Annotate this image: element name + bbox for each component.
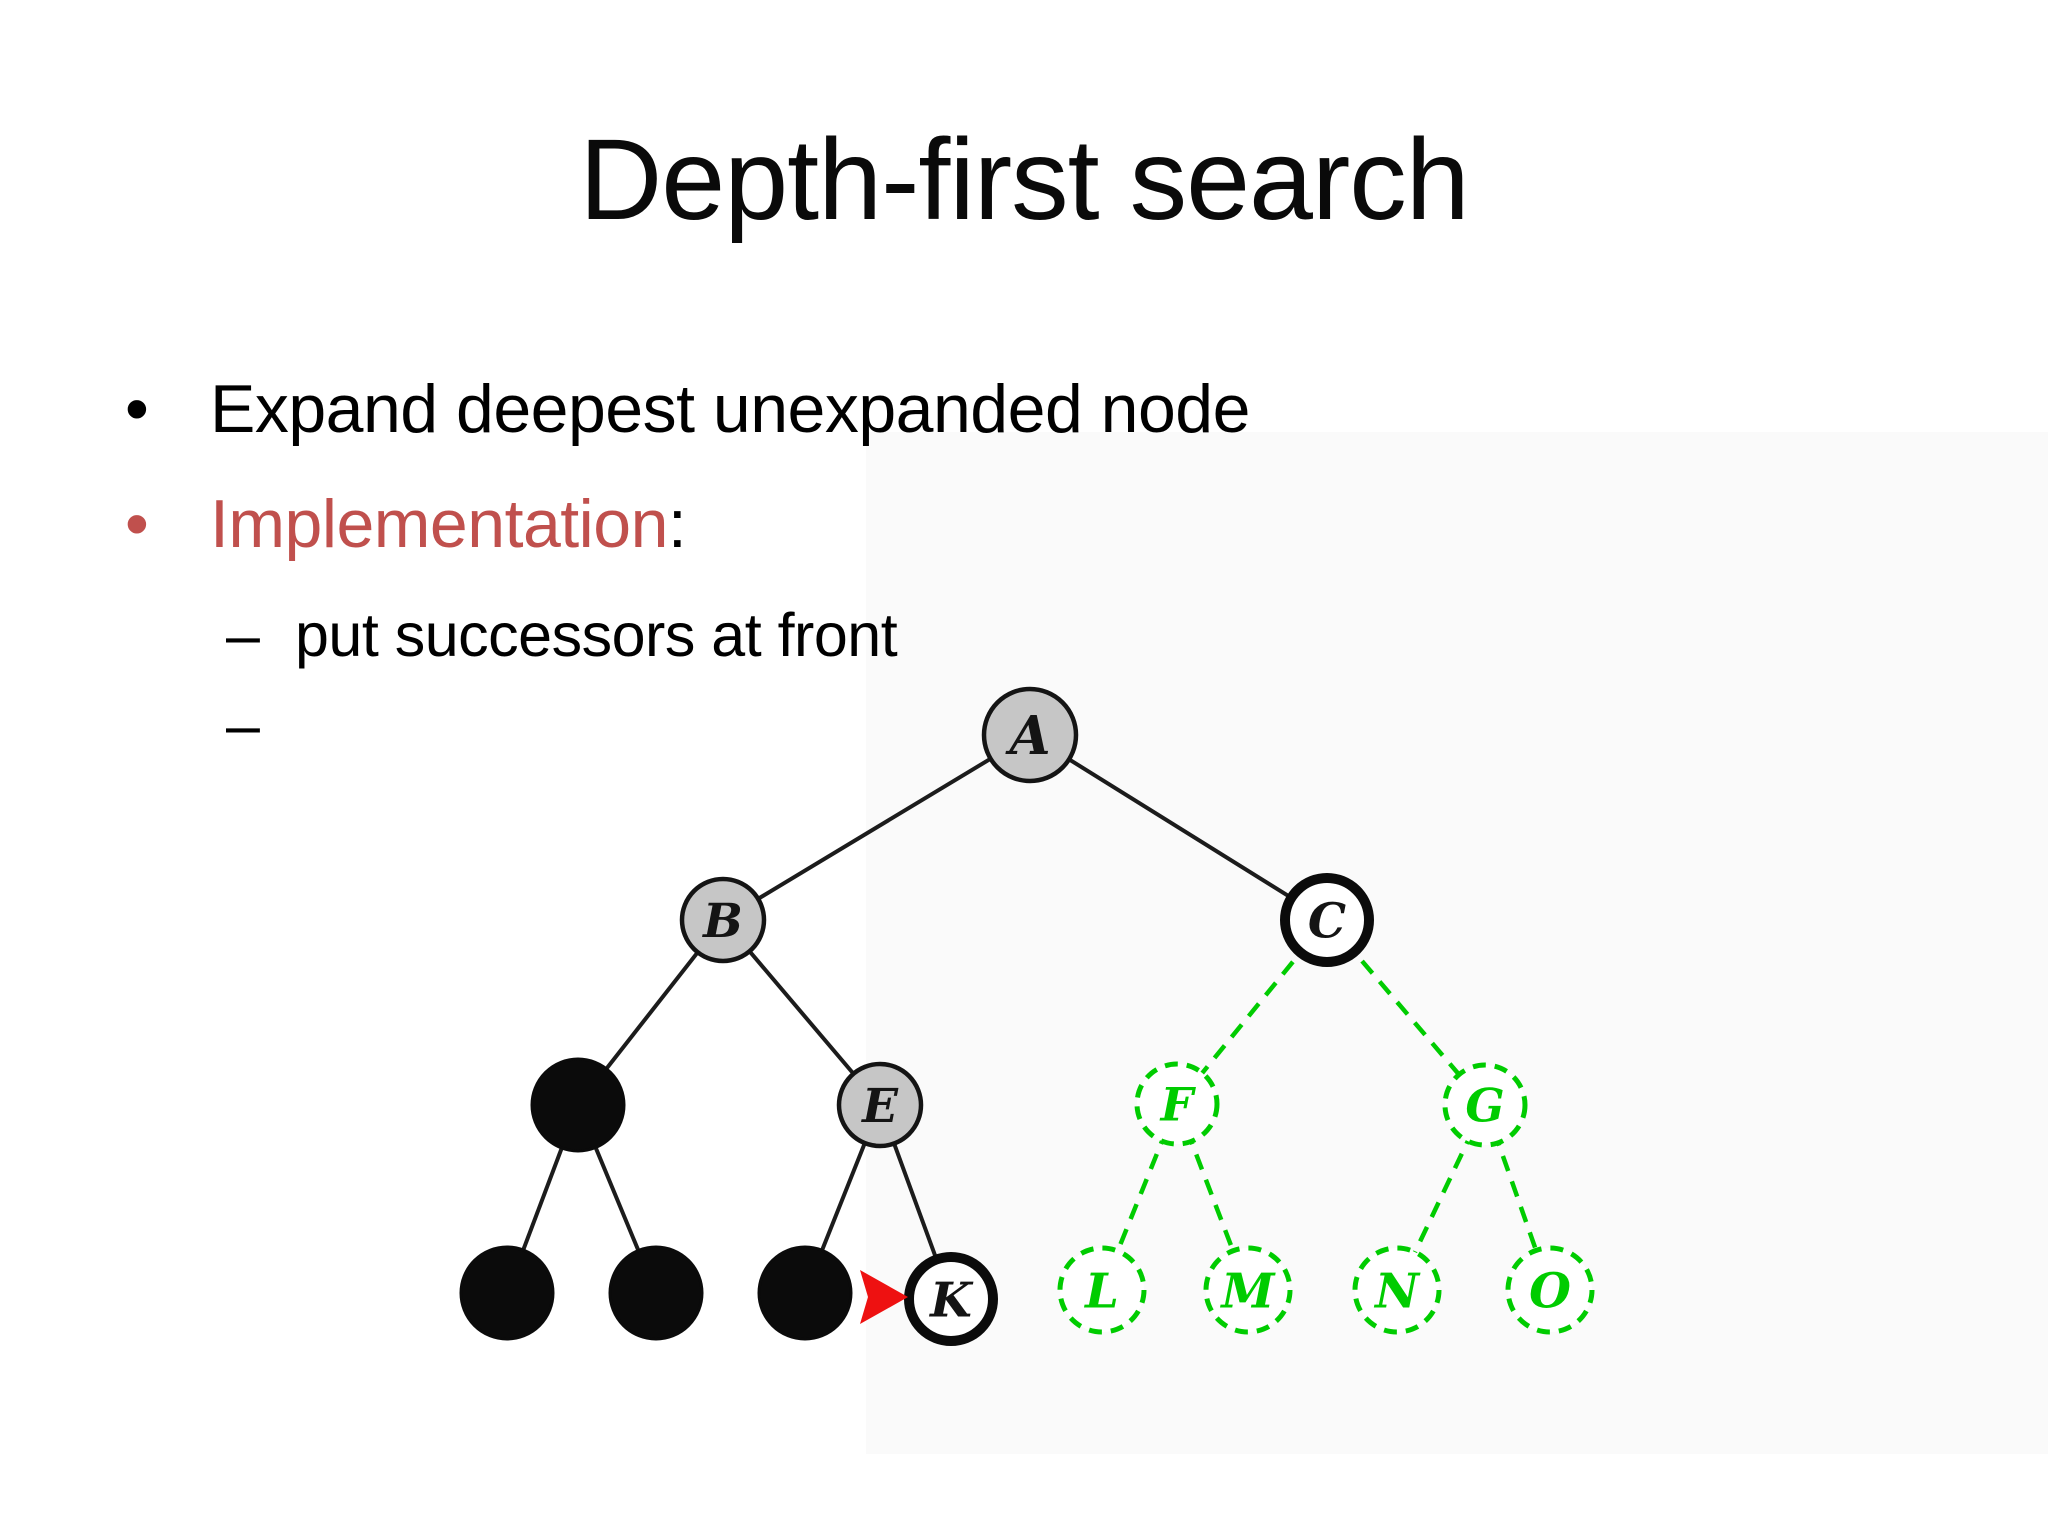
tree-node-G: G <box>1442 1062 1528 1148</box>
sub-bullet-empty: – <box>226 695 295 756</box>
tree-node-label-L: L <box>1083 1263 1119 1319</box>
tree-node-label-F: F <box>1159 1078 1197 1132</box>
tree-node-F: F <box>1134 1061 1220 1147</box>
sub-bullet-put-successors: – put successors at front <box>226 601 898 669</box>
tree-node-circle-H <box>459 1245 555 1341</box>
tree-node-C: C <box>1280 873 1374 967</box>
sub-bullet-dash: – <box>226 601 260 669</box>
tree-node-J <box>757 1245 853 1341</box>
tree-edge-A-B <box>721 733 1032 922</box>
sub-bullet-put-successors-text: put successors at front <box>295 601 898 669</box>
tree-node-circle-I <box>608 1245 704 1341</box>
tree-node-circle-J <box>757 1245 853 1341</box>
tree-node-label-C: C <box>1308 893 1346 949</box>
tree-node-circle-M <box>1203 1245 1293 1335</box>
tree-node-label-N: N <box>1373 1263 1421 1319</box>
tree-node-circle-G <box>1442 1062 1528 1148</box>
current-node-pointer-arrow-icon <box>860 1270 908 1324</box>
tree-node-E: E <box>836 1061 924 1149</box>
tree-node-label-K: K <box>928 1272 974 1328</box>
tree-node-M: M <box>1203 1245 1293 1335</box>
tree-node-circle-L <box>1057 1245 1147 1335</box>
tree-node-label-E: E <box>860 1079 899 1134</box>
tree-node-circle-A <box>981 686 1079 784</box>
bullet-dot: • <box>125 486 149 562</box>
tree-edge-A-C <box>1028 733 1329 922</box>
bullet-expand: • Expand deepest unexpanded node <box>125 375 1250 443</box>
bullet-implementation-text: Implementation <box>210 486 668 562</box>
bullet-expand-text: Expand deepest unexpanded node <box>210 371 1250 447</box>
tree-node-H <box>459 1245 555 1341</box>
tree-node-circle-O <box>1505 1245 1595 1335</box>
tree-node-circle-D <box>530 1057 626 1153</box>
tree-node-O: O <box>1505 1245 1595 1335</box>
tree-node-D <box>530 1057 626 1153</box>
tree-node-circle-C <box>1280 873 1374 967</box>
tree-node-label-M: M <box>1219 1263 1276 1319</box>
tree-node-A: A <box>981 686 1079 784</box>
slide-title: Depth-first search <box>579 116 1470 244</box>
bullet-implementation-colon: : <box>667 486 687 562</box>
tree-node-label-G: G <box>1465 1079 1504 1133</box>
tree-node-circle-K <box>904 1252 998 1346</box>
tree-node-circle-N <box>1352 1245 1442 1335</box>
tree-node-N: N <box>1352 1245 1442 1335</box>
tree-node-L: L <box>1057 1245 1147 1335</box>
sub-bullet-dash: – <box>226 691 260 759</box>
bullet-implementation-line: Implementation: <box>210 490 687 558</box>
tree-node-circle-E <box>836 1061 924 1149</box>
tree-node-label-B: B <box>701 894 743 949</box>
bullet-dot: • <box>125 371 149 447</box>
tree-node-label-O: O <box>1529 1263 1571 1319</box>
bullet-implementation: • Implementation: <box>125 486 687 562</box>
tree-node-circle-F <box>1134 1061 1220 1147</box>
tree-node-I <box>608 1245 704 1341</box>
tree-node-K: K <box>904 1252 998 1346</box>
tree-node-label-A: A <box>1004 705 1050 767</box>
tree-node-circle-B <box>679 876 767 964</box>
tree-node-B: B <box>679 876 767 964</box>
